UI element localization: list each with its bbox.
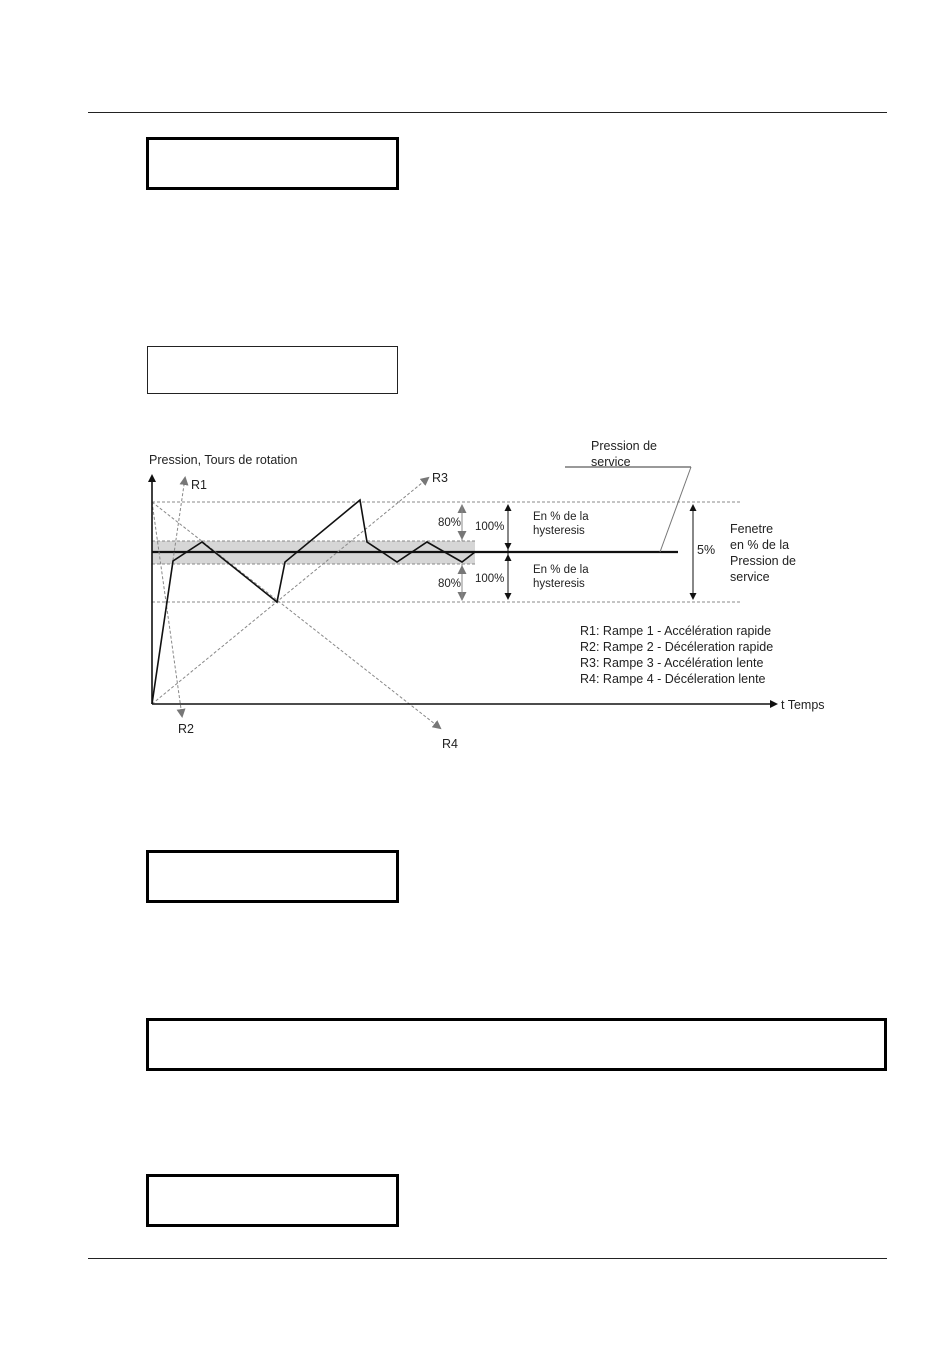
legend-r3: R3: Rampe 3 - Accélération lente [580, 656, 763, 670]
footer-rule [88, 1258, 887, 1259]
y-axis-label: Pression, Tours de rotation [149, 453, 298, 467]
lower-100-label: 100% [475, 573, 504, 585]
service-pressure-label-1: Pression de [591, 439, 657, 453]
lower-hysteresis-label-1: En % de la [533, 564, 589, 576]
window-label-3: Pression de [730, 554, 796, 568]
parameter-box-3 [146, 850, 399, 903]
ramp-r2-line [151, 501, 186, 718]
legend-r4: R4: Rampe 4 - Décéleration lente [580, 672, 766, 686]
parameter-box-1 [146, 137, 399, 190]
upper-80-label: 80% [438, 517, 461, 529]
window-label-4: service [730, 570, 770, 584]
window-label-2: en % de la [730, 538, 789, 552]
ramp-r2-tag: R2 [178, 722, 194, 736]
upper-hysteresis-label-1: En % de la [533, 511, 589, 523]
ramp-r3-line [151, 476, 430, 705]
legend-r2: R2: Rampe 2 - Décéleration rapide [580, 640, 773, 654]
legend-r1: R1: Rampe 1 - Accélération rapide [580, 624, 771, 638]
window-label-1: Fenetre [730, 522, 773, 536]
ramp-r3-tag: R3 [432, 471, 448, 485]
parameter-box-4 [146, 1174, 399, 1227]
window-percent: 5% [697, 543, 715, 557]
lower-80-label: 80% [438, 578, 461, 590]
lower-hysteresis-label-2: hysteresis [533, 578, 585, 590]
parameter-box-2 [147, 346, 398, 394]
ramp-r4-line [151, 501, 442, 730]
service-pressure-label-2: service [591, 455, 631, 469]
upper-hysteresis-label-2: hysteresis [533, 525, 585, 537]
parameter-box-wide [146, 1018, 887, 1071]
ramp-r1-tag: R1 [191, 478, 207, 492]
pressure-curve [151, 498, 476, 705]
service-label-leader [659, 466, 692, 553]
x-axis-label: t Temps [781, 698, 825, 712]
ramp-hysteresis-diagram: Pression, Tours de rotation t Temps Pres… [148, 439, 825, 751]
upper-100-label: 100% [475, 521, 504, 533]
ramp-r1-line [151, 476, 189, 705]
ramp-r4-tag: R4 [442, 737, 458, 751]
header-rule [88, 112, 887, 113]
